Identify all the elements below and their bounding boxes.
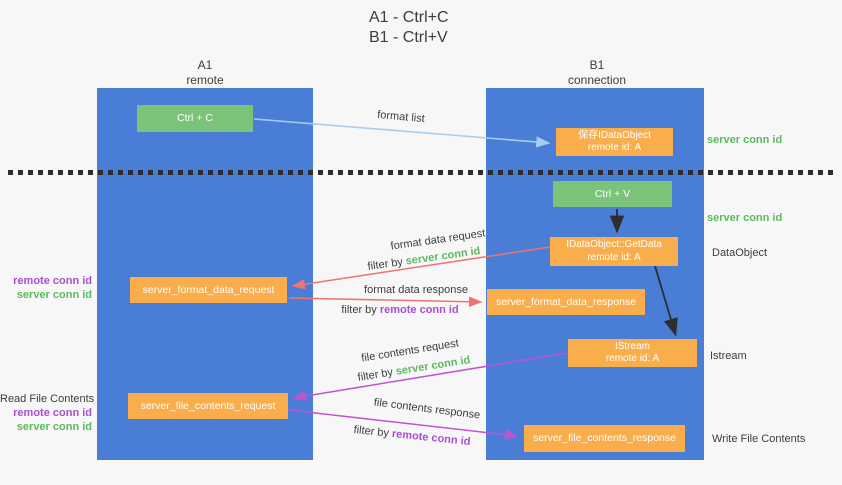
- server-conn-id-annotation-mid: server conn id: [707, 212, 783, 224]
- save-idataobject-line1: 保存IDataObject: [578, 129, 651, 141]
- format-request-conn-ids: remote conn id server conn id: [0, 274, 92, 302]
- write-file-contents-annotation: Write File Contents: [712, 433, 806, 445]
- column-header-a1: A1 remote: [145, 58, 265, 88]
- column-a1-name: A1: [197, 58, 213, 72]
- server-file-contents-request-box: server_file_contents_request: [128, 393, 288, 419]
- getdata-line2: remote id: A: [587, 251, 641, 263]
- server-conn-id-annotation: server conn id: [16, 421, 92, 433]
- getdata-line1: IDataObject::GetData: [566, 239, 662, 250]
- server-file-contents-response-box: server_file_contents_response: [524, 425, 685, 452]
- ctrl-v-box: Ctrl + V: [553, 181, 672, 207]
- format-list-arrow: [253, 118, 551, 148]
- save-idataobject-line2: remote id: A: [587, 142, 642, 153]
- remote-conn-id-annotation: remote conn id: [13, 407, 92, 419]
- column-header-b1: B1 connection: [537, 58, 657, 88]
- read-file-contents-annotation: Read File Contents: [0, 393, 95, 405]
- ctrl-v-label: Ctrl + V: [594, 187, 631, 200]
- server-conn-id-annotation-top: server conn id: [707, 134, 783, 146]
- format-data-request-arrow: [291, 246, 551, 290]
- file-contents-request-arrow: [292, 352, 568, 402]
- istream-annotation: Istream: [710, 350, 747, 362]
- title-line-ctrl-c: A1 - Ctrl+C: [369, 9, 449, 26]
- file-request-conn-ids: remote conn id server conn id: [0, 406, 92, 434]
- format-data-response-label: format data response: [364, 284, 468, 296]
- idataobject-getdata-box: IDataObject::GetData remote id: A: [550, 237, 678, 266]
- getdata-to-istream-arrow: [654, 265, 678, 337]
- column-a1-role: remote: [186, 73, 224, 87]
- format-data-response-arrow: [288, 296, 483, 307]
- istream-line2: remote id: A: [605, 353, 660, 364]
- diagram-title: A1 - Ctrl+C B1 - Ctrl+V: [369, 8, 449, 48]
- dataobject-annotation: DataObject: [712, 247, 768, 259]
- ctrl-c-label: Ctrl + C: [177, 112, 213, 125]
- ctrl-c-box: Ctrl + C: [137, 105, 253, 132]
- filter-by-prefix: filter by: [341, 304, 380, 316]
- save-idataobject-box: 保存IDataObject remote id: A: [556, 128, 673, 156]
- phase-divider-dotted-line: [8, 170, 836, 175]
- server-format-data-response-label: server_format_data_response: [495, 295, 637, 308]
- column-b1-name: B1: [589, 58, 605, 72]
- istream-line1: IStream: [614, 340, 650, 352]
- server-format-data-response-box: server_format_data_response: [487, 289, 645, 315]
- server-file-contents-response-label: server_file_contents_response: [532, 432, 676, 445]
- server-conn-id-annotation: server conn id: [16, 289, 92, 301]
- column-b1-role: connection: [567, 73, 627, 87]
- server-format-data-request-box: server_format_data_request: [130, 277, 287, 303]
- title-line-ctrl-v: B1 - Ctrl+V: [369, 29, 448, 46]
- remote-conn-id-text: remote conn id: [379, 304, 459, 316]
- server-format-data-request-label: server_format_data_request: [142, 283, 275, 296]
- server-file-contents-request-label: server_file_contents_request: [140, 399, 276, 412]
- remote-conn-id-annotation: remote conn id: [13, 275, 92, 287]
- file-contents-response-arrow: [288, 409, 519, 440]
- istream-box: IStream remote id: A: [568, 339, 697, 367]
- format-response-filter-label: filter by remote conn id: [341, 304, 458, 316]
